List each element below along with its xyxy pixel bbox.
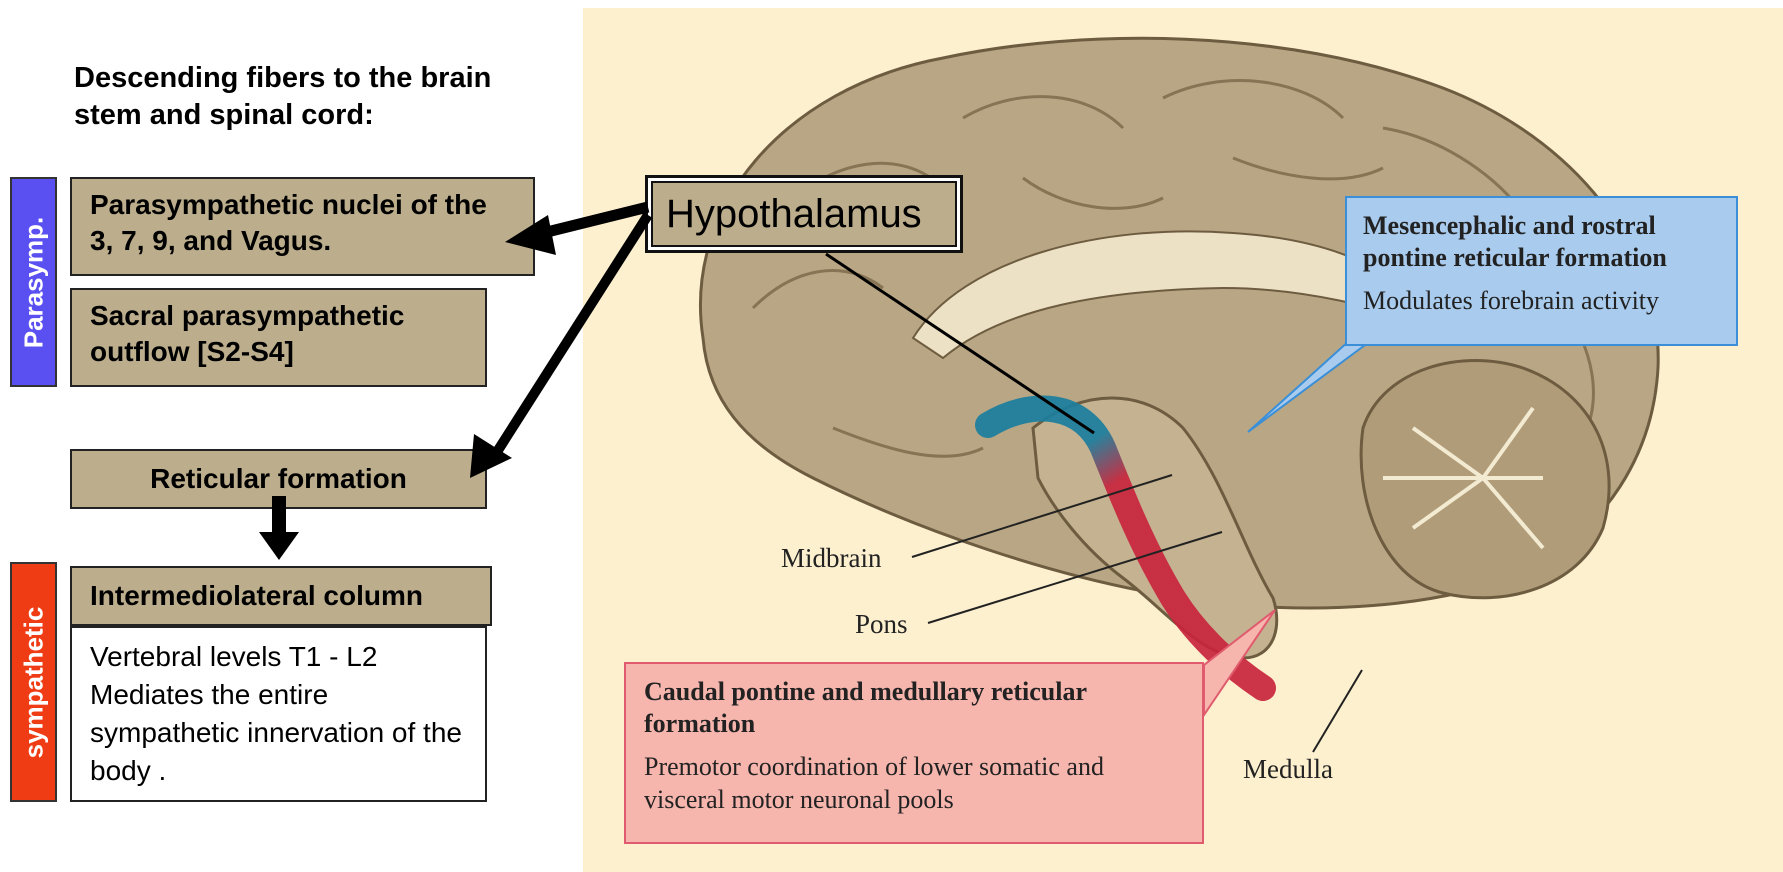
arrowhead-parasymp-nuclei <box>505 215 556 255</box>
arrow-to-reticular-formation <box>495 215 648 455</box>
caudal-callout-title: Caudal pontine and medullary reticular f… <box>644 676 1184 740</box>
red-callout-pointer <box>1204 610 1275 715</box>
arrow-reticular-to-iml-shaft <box>272 496 286 534</box>
midbrain-label: Midbrain <box>781 543 882 574</box>
hypothalamus-pointer-line <box>826 254 1094 433</box>
caudal-callout-body: Premotor coordination of lower somatic a… <box>644 750 1184 816</box>
arrowhead-reticular-to-iml <box>259 532 299 560</box>
midbrain-leader-line <box>912 475 1172 557</box>
medulla-label: Medulla <box>1243 754 1333 785</box>
mesencephalic-callout-body: Modulates forebrain activity <box>1363 284 1720 317</box>
arrow-to-parasymp-nuclei <box>535 207 648 235</box>
blue-callout-pointer <box>1248 340 1365 432</box>
mesencephalic-callout-title: Mesencephalic and rostral pontine reticu… <box>1363 210 1720 274</box>
pons-label: Pons <box>855 609 908 640</box>
pons-leader-line <box>928 532 1222 623</box>
medulla-leader-line <box>1313 670 1362 752</box>
mesencephalic-callout: Mesencephalic and rostral pontine reticu… <box>1345 196 1738 346</box>
caudal-callout: Caudal pontine and medullary reticular f… <box>624 662 1204 844</box>
